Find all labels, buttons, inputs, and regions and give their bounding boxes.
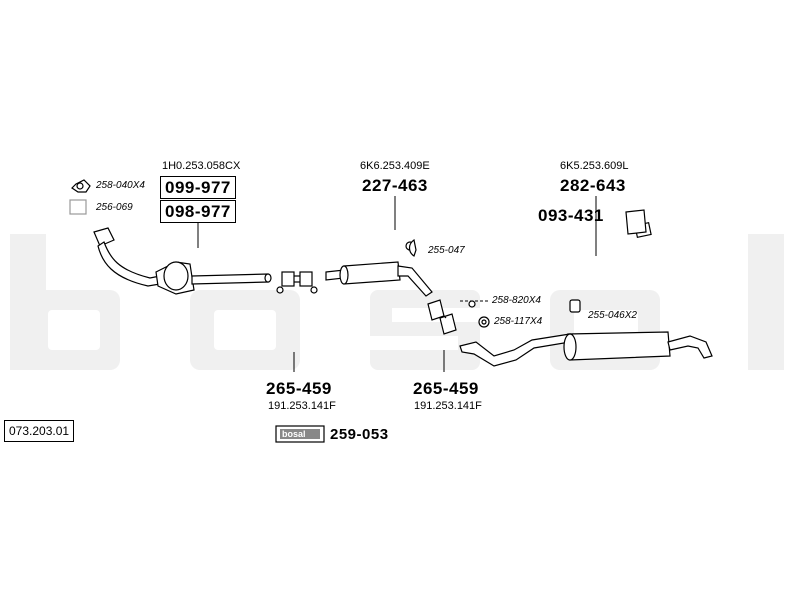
catalyst-part-number-1: 099-977 — [160, 176, 236, 199]
rubber-mount-rear-spec: 255-046X2 — [588, 310, 637, 321]
bolts-spec: 258-820X4 — [492, 295, 541, 306]
catalyst-part-number-2: 098-977 — [160, 200, 236, 223]
middle-silencer-part-number: 227-463 — [362, 176, 428, 195]
fastener-icons — [69, 179, 490, 328]
reference-number: 073.203.01 — [4, 420, 75, 442]
clamp-left-oe-number: 191.253.141F — [268, 400, 336, 412]
rear-bracket-part-number: 093-431 — [538, 206, 604, 225]
middle-silencer-oe-number: 6K6.253.409E — [360, 160, 430, 172]
rear-silencer-part-number: 282-643 — [560, 176, 626, 195]
clamp-right-oe-number: 191.253.141F — [414, 400, 482, 412]
kit-part-number: 259-053 — [330, 426, 389, 443]
kit-logo-text: bosal — [282, 429, 306, 439]
washers-spec: 258-117X4 — [494, 316, 543, 327]
catalyst-oe-number: 1H0.253.058CX — [162, 160, 241, 172]
front-gasket-spec: 256-069 — [96, 202, 133, 213]
clamp-right-part-number: 265-459 — [413, 379, 479, 398]
front-pipe-catalyst — [93, 227, 272, 295]
kit-badge — [275, 425, 325, 443]
front-pipe-nut-spec: 258-040X4 — [96, 180, 145, 191]
clamp-left-part-number: 265-459 — [266, 379, 332, 398]
clamp-right-drawing — [427, 299, 457, 335]
rear-silencer-oe-number: 6K5.253.609L — [560, 160, 629, 172]
rubber-mount-middle-spec: 255-047 — [428, 245, 465, 256]
clamp-left-drawing — [276, 271, 318, 294]
rear-silencer-drawing — [459, 209, 713, 367]
middle-silencer-drawing — [325, 241, 433, 297]
